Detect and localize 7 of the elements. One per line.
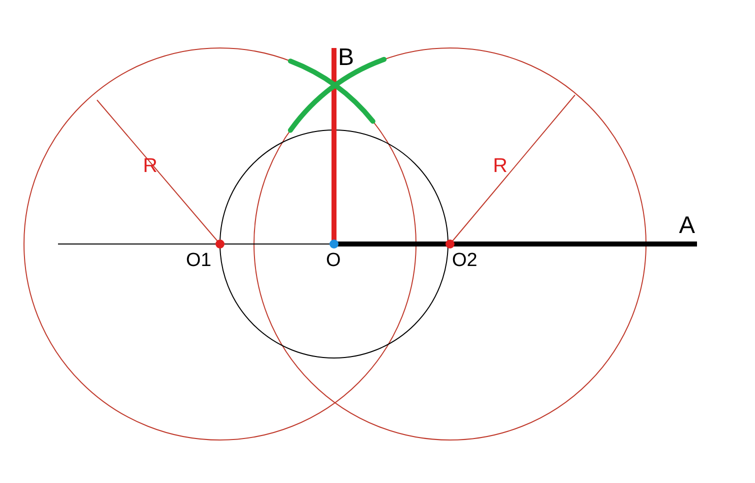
- radius-label: R: [493, 156, 508, 176]
- point-label: O1: [186, 251, 212, 270]
- point-label: O: [326, 251, 341, 270]
- point-label: B: [338, 46, 354, 70]
- radius-label: R: [143, 156, 158, 176]
- point-label: A: [679, 214, 696, 238]
- point-label: O2: [452, 251, 478, 270]
